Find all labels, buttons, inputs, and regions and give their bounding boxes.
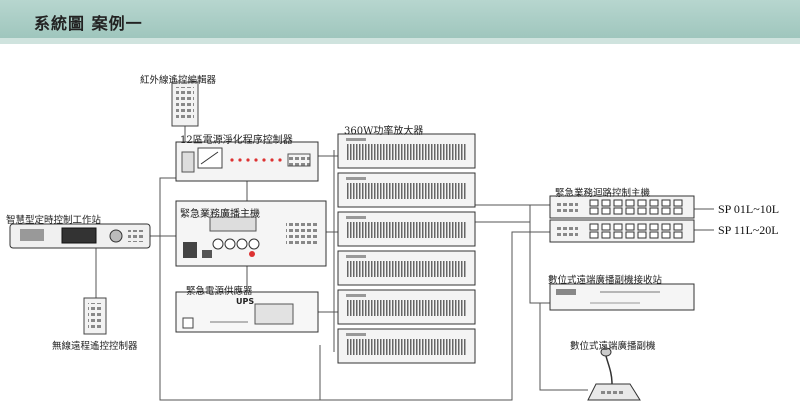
remote-receiver-label: 數位式遠端廣播副機接收站 xyxy=(548,275,663,286)
workstation-device xyxy=(9,223,151,249)
zone-controller-label: 緊急業務迴路控制主機 xyxy=(555,188,651,199)
page-title: 系統圖 案例一 xyxy=(34,14,143,33)
zone-controller-device xyxy=(549,195,695,243)
remote-receiver-device xyxy=(549,283,695,311)
remote-mic-label: 數位式遠端廣播副機 xyxy=(570,341,656,352)
workstation-label: 智慧型定時控制工作站 xyxy=(6,215,102,226)
ups-mark: UPS xyxy=(236,297,255,306)
sp-range-2-label: SP 11L~20L xyxy=(718,223,779,237)
power-sequencer-device xyxy=(175,141,319,182)
emergency-host-device xyxy=(175,200,327,267)
wireless-remote-device xyxy=(83,297,107,335)
remote-mic-device xyxy=(587,347,641,401)
header-rule xyxy=(0,38,800,44)
emergency-host-label: 緊急業務廣播主機 xyxy=(180,209,260,220)
power-supply-device xyxy=(175,291,319,333)
sp-range-1-label: SP 01L~10L xyxy=(718,202,780,216)
ir-programmer-device xyxy=(171,81,199,127)
wireless-remote-label: 無線遠程遙控控制器 xyxy=(52,341,138,352)
connection-lines xyxy=(95,126,714,401)
power-supply-label: 緊急電源供應器 xyxy=(186,286,253,297)
header-bar xyxy=(0,0,800,38)
amplifier-label: 360W功率放大器 xyxy=(344,126,424,137)
power-sequencer-label: 12區電源淨化程序控制器 xyxy=(180,135,293,146)
ir-programmer-label: 紅外線遙控編輯器 xyxy=(140,75,217,86)
amplifier-stack xyxy=(337,133,476,364)
